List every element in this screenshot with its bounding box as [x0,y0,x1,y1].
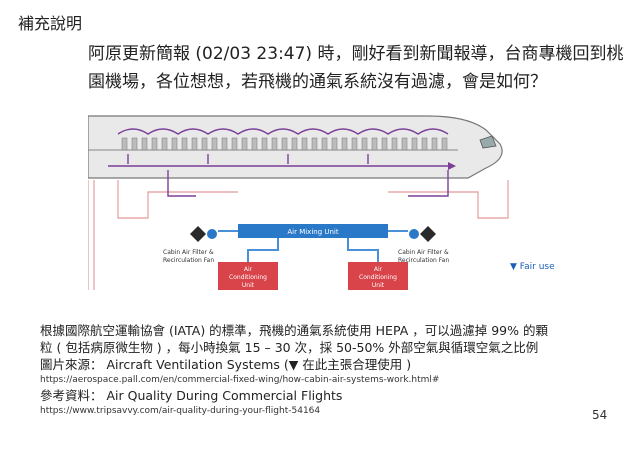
body-line-2: 粒 ( 包括病原微生物 ) ，每小時換氣 15 – 30 次，採 50-50% … [40,340,539,355]
fair-use-text[interactable]: ▼ Fair use [510,262,555,272]
figure-source-title: Aircraft Ventilation Systems (▼ 在此主張合理使用… [106,357,412,372]
reference: 參考資料： Air Quality During Commercial Flig… [40,387,600,404]
body-text: 根據國際航空運輸協會 (IATA) 的標準，飛機的通氣系統使用 HEPA ，可以… [40,322,600,418]
reference-url[interactable]: https://www.tripsavvy.com/air-quality-du… [40,406,321,416]
cabin-air-arrow [117,128,449,135]
air-mixing-unit-label: Air Mixing Unit [287,228,339,236]
reference-title: Air Quality During Commercial Flights [106,388,343,403]
ac-left-label-1: Air [244,266,253,273]
left-feed [247,238,279,262]
ac-unit-right [348,262,408,290]
air-mixing-unit-box [238,224,388,238]
fair-use-link[interactable]: ▼ Fair use [510,262,555,272]
reference-label: 參考資料： [40,388,103,403]
left-return [167,170,196,197]
seat-row [121,137,448,151]
downward-arrows [127,154,369,164]
ac-right-label-2: Conditioning [359,274,397,281]
filter-right-label-2: Recirculation Fan [398,257,449,264]
ac-right-label-3: Unit [372,282,385,289]
ac-unit-left [218,262,278,290]
ac-left-label-2: Conditioning [229,274,267,281]
filter-left-label-1: Cabin Air Filter & [163,249,214,256]
ac-right-label-1: Air [374,266,383,273]
right-feed [347,238,379,262]
intro-paragraph: 阿原更新簡報 (02/03 23:47) 時，剛好看到新聞報導，台商專機回到桃園… [88,44,624,92]
left-duct [88,180,95,290]
body-line-1: 根據國際航空運輸協會 (IATA) 的標準，飛機的通氣系統使用 HEPA ，可以… [40,323,548,338]
nose-window [479,135,497,149]
left-fan-icon [190,226,217,242]
right-fan-icon [409,226,436,242]
aircraft-ventilation-diagram: Air Mixing Unit Cabin Air Filter & Recir… [88,115,509,290]
ac-left-label-3: Unit [242,282,255,289]
slide-title: 補充說明 [18,14,83,33]
figure-source: 圖片來源： Aircraft Ventilation Systems (▼ 在此… [40,356,600,373]
figure-source-label: 圖片來源： [40,357,103,372]
figure-source-url[interactable]: https://aerospace.pall.com/en/commercial… [40,375,440,385]
recirculation-arrow-head [448,162,456,170]
filter-right-label-1: Cabin Air Filter & [398,249,449,256]
right-return [408,170,449,197]
filter-left-label-2: Recirculation Fan [163,257,214,264]
page-number: 54 [592,408,608,422]
left-duct-loop [117,180,238,219]
